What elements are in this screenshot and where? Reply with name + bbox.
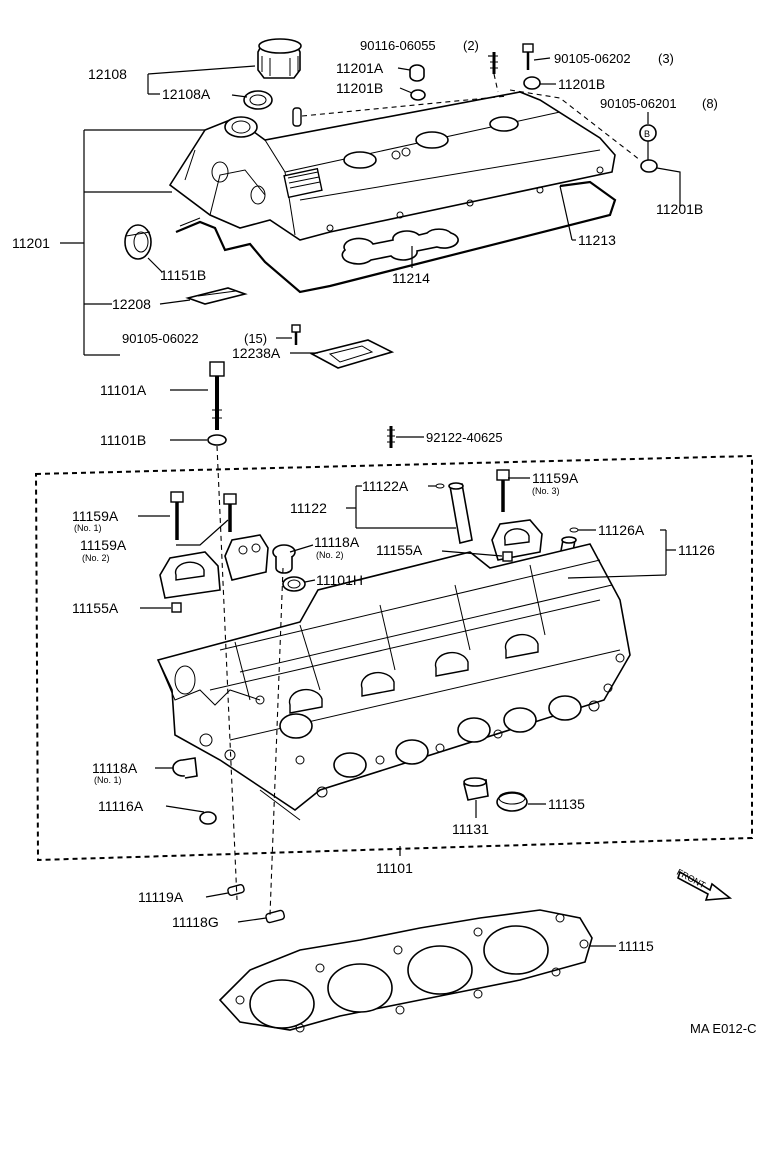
label-11155A-lower: 11155A (72, 600, 119, 616)
breather-pipe (292, 107, 302, 127)
label-12238A: 12238A (232, 345, 281, 361)
label-11151B: 11151B (160, 267, 206, 283)
label-90105-06022-qty: (15) (244, 331, 267, 346)
stud-bolt (490, 52, 498, 74)
label-11126: 11126 (678, 542, 715, 558)
bearing-cap-right (491, 519, 543, 561)
label-11201: 11201 (12, 235, 50, 251)
plug-11118G (265, 909, 286, 924)
cover-bolt-small (291, 324, 301, 345)
grommet-11201B-left (410, 89, 426, 101)
plug-hole-gasket (341, 228, 459, 265)
cylinder-head (156, 543, 631, 821)
spark-plug-tube-left (448, 482, 473, 544)
label-11201A: 11201A (336, 60, 384, 76)
label-11201B-side: 11201B (656, 201, 703, 217)
plug-no1 (172, 757, 198, 779)
label-11213: 11213 (578, 232, 616, 248)
label-11126A: 11126A (598, 522, 645, 538)
label-11131: 11131 (452, 821, 489, 837)
valve-cover (168, 91, 616, 241)
diagram-code: MA E012-C (690, 1021, 756, 1036)
plug-no2 (272, 544, 296, 574)
label-11155A-upper: 11155A (376, 542, 423, 558)
label-90116-06055: 90116-06055 (360, 38, 436, 53)
cover-bolt-upper (522, 43, 534, 70)
knock-pin-left (171, 602, 182, 613)
oil-filler-cap (257, 38, 302, 79)
label-12108A: 12108A (162, 86, 211, 102)
label-11118G: 11118G (172, 914, 219, 930)
label-11201B-left: 11201B (336, 80, 383, 96)
bearing-cap-left (159, 551, 221, 599)
label-11159A-no2: 11159A (80, 537, 127, 553)
label-11101H: 11101H (316, 572, 363, 588)
label-11118A-no1: 11118A (92, 760, 138, 776)
circle-b-text: B (644, 129, 650, 139)
pin-11119A (227, 884, 245, 896)
label-12108: 12108 (88, 66, 127, 82)
head-bolt (209, 361, 225, 430)
assembly-boundary (34, 454, 753, 862)
cap-bolt-no2 (223, 493, 237, 532)
label-90105-06202: 90105-06202 (554, 51, 631, 66)
label-11116A: 11116A (98, 798, 144, 814)
label-90105-06202-qty: (3) (658, 51, 674, 66)
label-11119A: 11119A (138, 889, 184, 905)
label-90105-06022: 90105-06022 (122, 331, 199, 346)
label-11159A-no3: 11159A (532, 470, 579, 486)
cap-gasket (243, 90, 273, 110)
label-11118A-no2-note: (No. 2) (316, 550, 344, 560)
camshaft-seal (124, 224, 152, 260)
bearing-cap-middle (224, 534, 269, 581)
label-11201B-right: 11201B (558, 76, 605, 92)
label-92122-40625: 92122-40625 (426, 430, 503, 445)
cover-gasket (175, 180, 617, 294)
label-11101A: 11101A (100, 382, 147, 398)
circle-b-marker: B (639, 124, 657, 142)
pin-11116A (199, 811, 217, 825)
guide-bushing (496, 791, 528, 812)
front-arrow: FRONT (675, 867, 733, 901)
stud-92122 (387, 426, 395, 448)
label-12208: 12208 (112, 296, 151, 312)
label-90105-06201-qty: (8) (702, 96, 718, 111)
leader-lines (60, 55, 681, 947)
grommet-11201A (409, 64, 425, 82)
grommet-11201B-right (523, 76, 541, 90)
small-ring-11126A (569, 527, 579, 533)
label-11135: 11135 (548, 796, 585, 812)
head-gasket (218, 909, 593, 1033)
label-11101B: 11101B (100, 432, 146, 448)
label-11115: 11115 (618, 938, 654, 954)
label-90105-06201: 90105-06201 (600, 96, 677, 111)
label-11101: 11101 (376, 860, 413, 876)
knock-pin-right (502, 551, 513, 562)
o-ring (282, 576, 306, 592)
bracket-12208 (185, 287, 248, 305)
label-11159A-no1-note: (No. 1) (74, 523, 102, 533)
cap-bolt-no3 (496, 469, 510, 512)
label-11159A-no2-note: (No. 2) (82, 553, 110, 563)
label-90116-06055-qty: (2) (463, 38, 479, 53)
label-11159A-no3-note: (No. 3) (532, 486, 560, 496)
head-bolt-washer (207, 434, 227, 446)
part-labels: 12108 12108A 90116-06055 (2) 11201A 1120… (12, 38, 756, 1036)
small-ring-11122A (435, 483, 445, 489)
bracket-12238A (309, 339, 395, 369)
valve-stem-seal (463, 777, 489, 801)
cap-bolt-no1 (170, 491, 184, 540)
label-11122A: 11122A (362, 478, 409, 494)
label-11122: 11122 (290, 500, 327, 516)
label-11118A-no2: 11118A (314, 534, 360, 550)
label-11118A-no1-note: (No. 1) (94, 775, 122, 785)
label-11214: 11214 (392, 270, 430, 286)
grommet-11201B-side (640, 159, 658, 173)
label-11159A-no1: 11159A (72, 508, 119, 524)
